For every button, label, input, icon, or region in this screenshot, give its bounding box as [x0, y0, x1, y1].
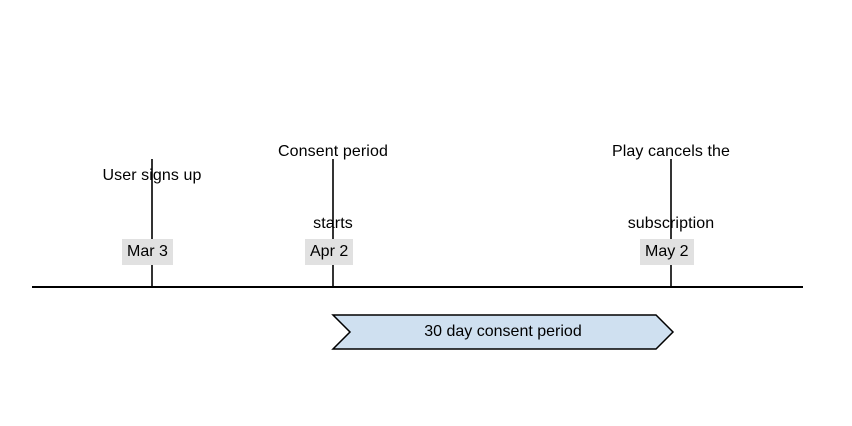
event-title-signup: User signs up	[52, 116, 252, 236]
consent-period-band-shape	[331, 314, 675, 350]
event-title-play-cancels-line2: subscription	[627, 215, 715, 232]
event-title-signup-line1: User signs up	[102, 167, 202, 184]
date-chip-signup: Mar 3	[122, 239, 173, 265]
event-title-consent-start: Consent period starts	[233, 92, 433, 284]
event-title-consent-start-line2: starts	[313, 215, 353, 232]
date-chip-play-cancels: May 2	[640, 239, 694, 265]
event-title-play-cancels-line1: Play cancels the	[611, 143, 731, 160]
event-title-play-cancels: Play cancels the subscription	[571, 92, 771, 284]
date-chip-consent-start: Apr 2	[305, 239, 354, 265]
event-title-consent-start-line1: Consent period	[278, 143, 388, 160]
consent-period-band-label: 30 day consent period	[424, 323, 582, 340]
